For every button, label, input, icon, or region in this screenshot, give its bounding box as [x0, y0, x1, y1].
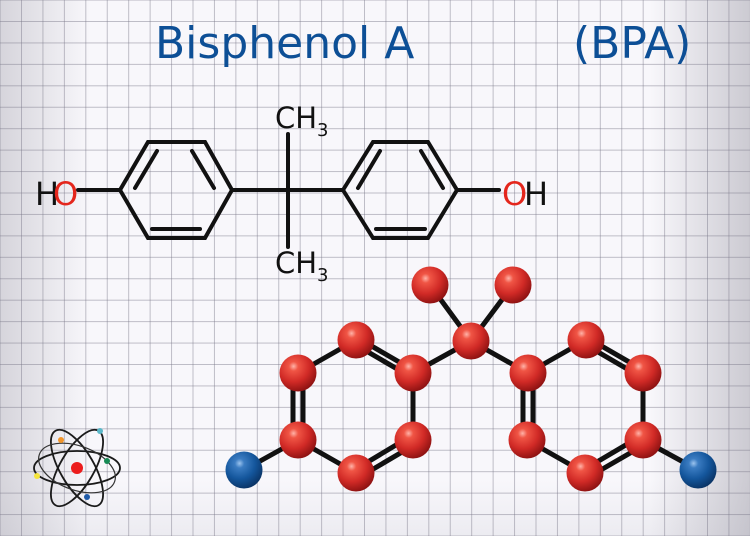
- bottom-methyl-label: CH: [275, 246, 317, 280]
- carbon-atom: [411, 266, 449, 304]
- top-methyl-subscript: 3: [317, 120, 328, 141]
- carbon-atom: [566, 454, 604, 492]
- carbon-atom: [337, 321, 375, 359]
- ball-and-stick-model: [225, 266, 717, 492]
- carbon-atom: [567, 321, 605, 359]
- right-hydrogen-label: H: [524, 175, 548, 213]
- oxygen-atom: [679, 451, 717, 489]
- left-hydrogen-label: H: [35, 175, 59, 213]
- carbon-atom: [279, 421, 317, 459]
- carbon-atom: [452, 322, 490, 360]
- atom-icon: [33, 428, 121, 508]
- carbon-atom: [394, 354, 432, 392]
- top-methyl-label: CH: [275, 101, 317, 135]
- carbon-atom: [394, 421, 432, 459]
- compound-abbreviation: (BPA): [573, 18, 692, 69]
- carbon-atom: [624, 354, 662, 392]
- left-oxygen-label: O: [53, 175, 78, 213]
- carbon-atom: [624, 421, 662, 459]
- carbon-atom: [509, 354, 547, 392]
- carbon-atom: [508, 421, 546, 459]
- carbon-atom: [337, 454, 375, 492]
- bottom-methyl-subscript: 3: [317, 265, 328, 286]
- oxygen-atom: [225, 451, 263, 489]
- right-benzene-ring: [340, 140, 460, 240]
- structural-formula: [76, 132, 501, 249]
- right-oxygen-label: O: [502, 175, 527, 213]
- carbon-atom: [494, 266, 532, 304]
- compound-name: Bisphenol A: [155, 18, 415, 69]
- left-benzene-ring: [117, 140, 235, 240]
- carbon-atom: [279, 354, 317, 392]
